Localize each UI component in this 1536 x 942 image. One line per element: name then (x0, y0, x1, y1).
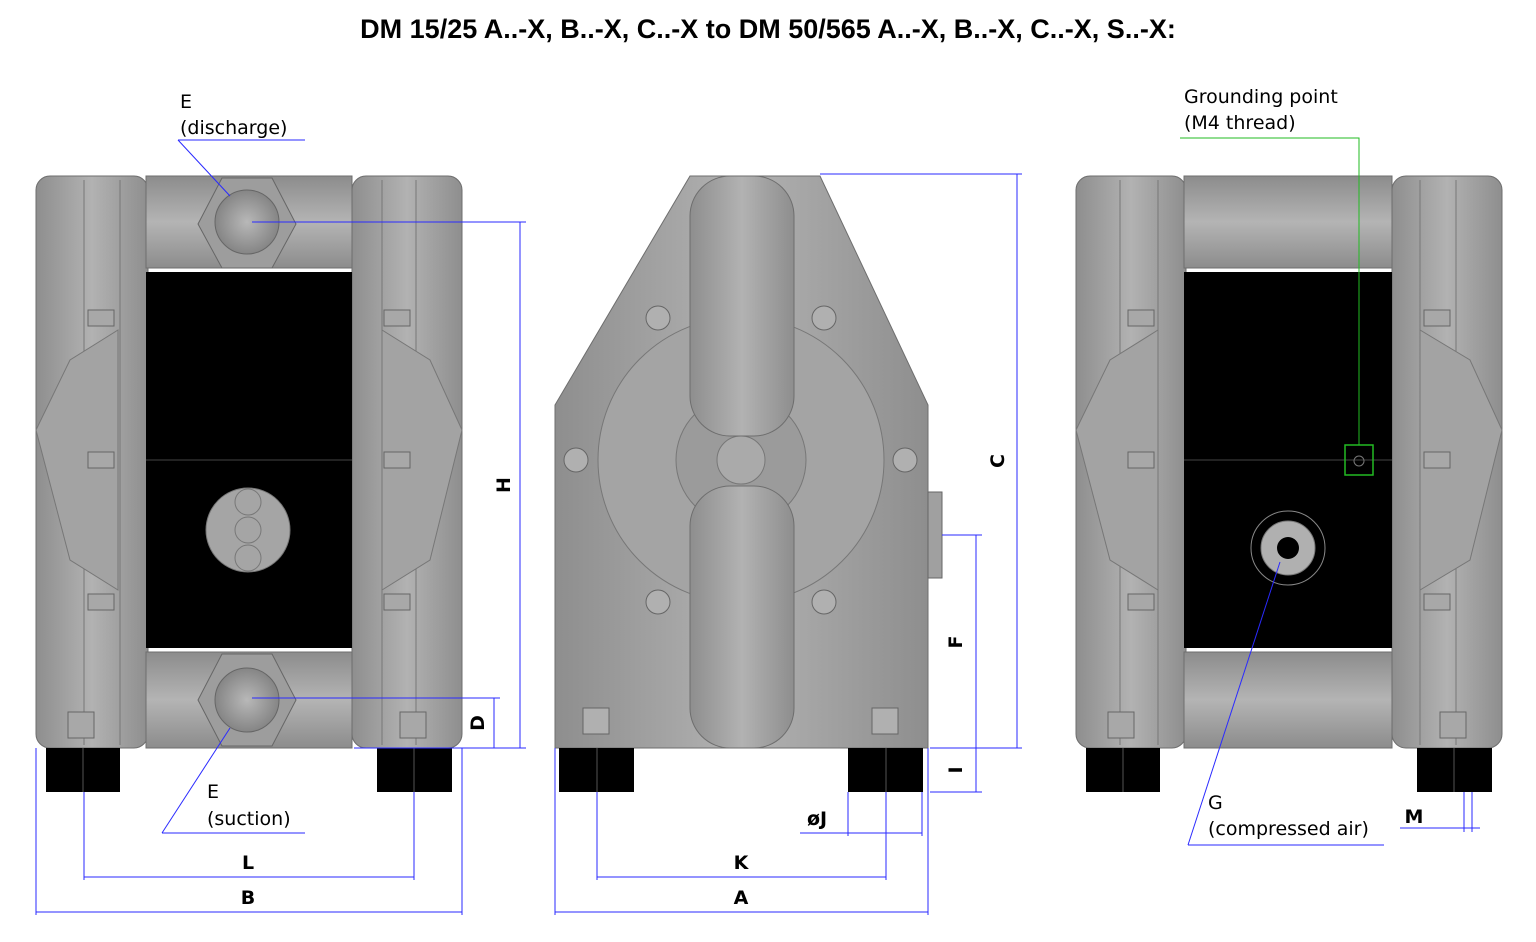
dim-i: I (945, 766, 967, 773)
label-e-discharge-letter: E (180, 91, 192, 113)
rear-dimensions (1180, 137, 1480, 846)
hex-port-icon (197, 653, 297, 747)
dim-l: L (242, 852, 254, 874)
bolt-icon (563, 305, 918, 735)
air-inlet-icon (1250, 510, 1326, 586)
dim-f: F (945, 636, 967, 649)
label-g-letter: G (1208, 792, 1223, 814)
label-grounding-line1: Grounding point (1184, 86, 1338, 108)
label-e-suction-letter: E (207, 781, 219, 803)
rear-view (1075, 175, 1503, 792)
label-grounding-line2: (M4 thread) (1184, 112, 1296, 134)
air-inlet-icon (205, 487, 291, 573)
bolt-icon (67, 309, 427, 739)
front-dimensions (35, 139, 526, 915)
dim-h: H (493, 477, 515, 493)
label-e-discharge-text: (discharge) (180, 117, 287, 139)
side-view (554, 175, 943, 792)
drawing-title: DM 15/25 A..-X, B..-X, C..-X to DM 50/56… (360, 14, 1176, 44)
dim-j: øJ (807, 808, 827, 830)
bolt-icon (1107, 309, 1467, 739)
label-e-suction-text: (suction) (207, 808, 291, 830)
hex-port-icon (197, 177, 297, 269)
side-dimensions (554, 173, 1022, 915)
dim-a: A (734, 887, 749, 909)
front-view (35, 175, 463, 792)
dim-c: C (987, 454, 1009, 468)
label-g-text: (compressed air) (1208, 818, 1369, 840)
dim-d: D (467, 715, 489, 731)
dim-k: K (734, 852, 750, 874)
dim-b: B (241, 887, 255, 909)
dim-m: M (1405, 806, 1424, 828)
